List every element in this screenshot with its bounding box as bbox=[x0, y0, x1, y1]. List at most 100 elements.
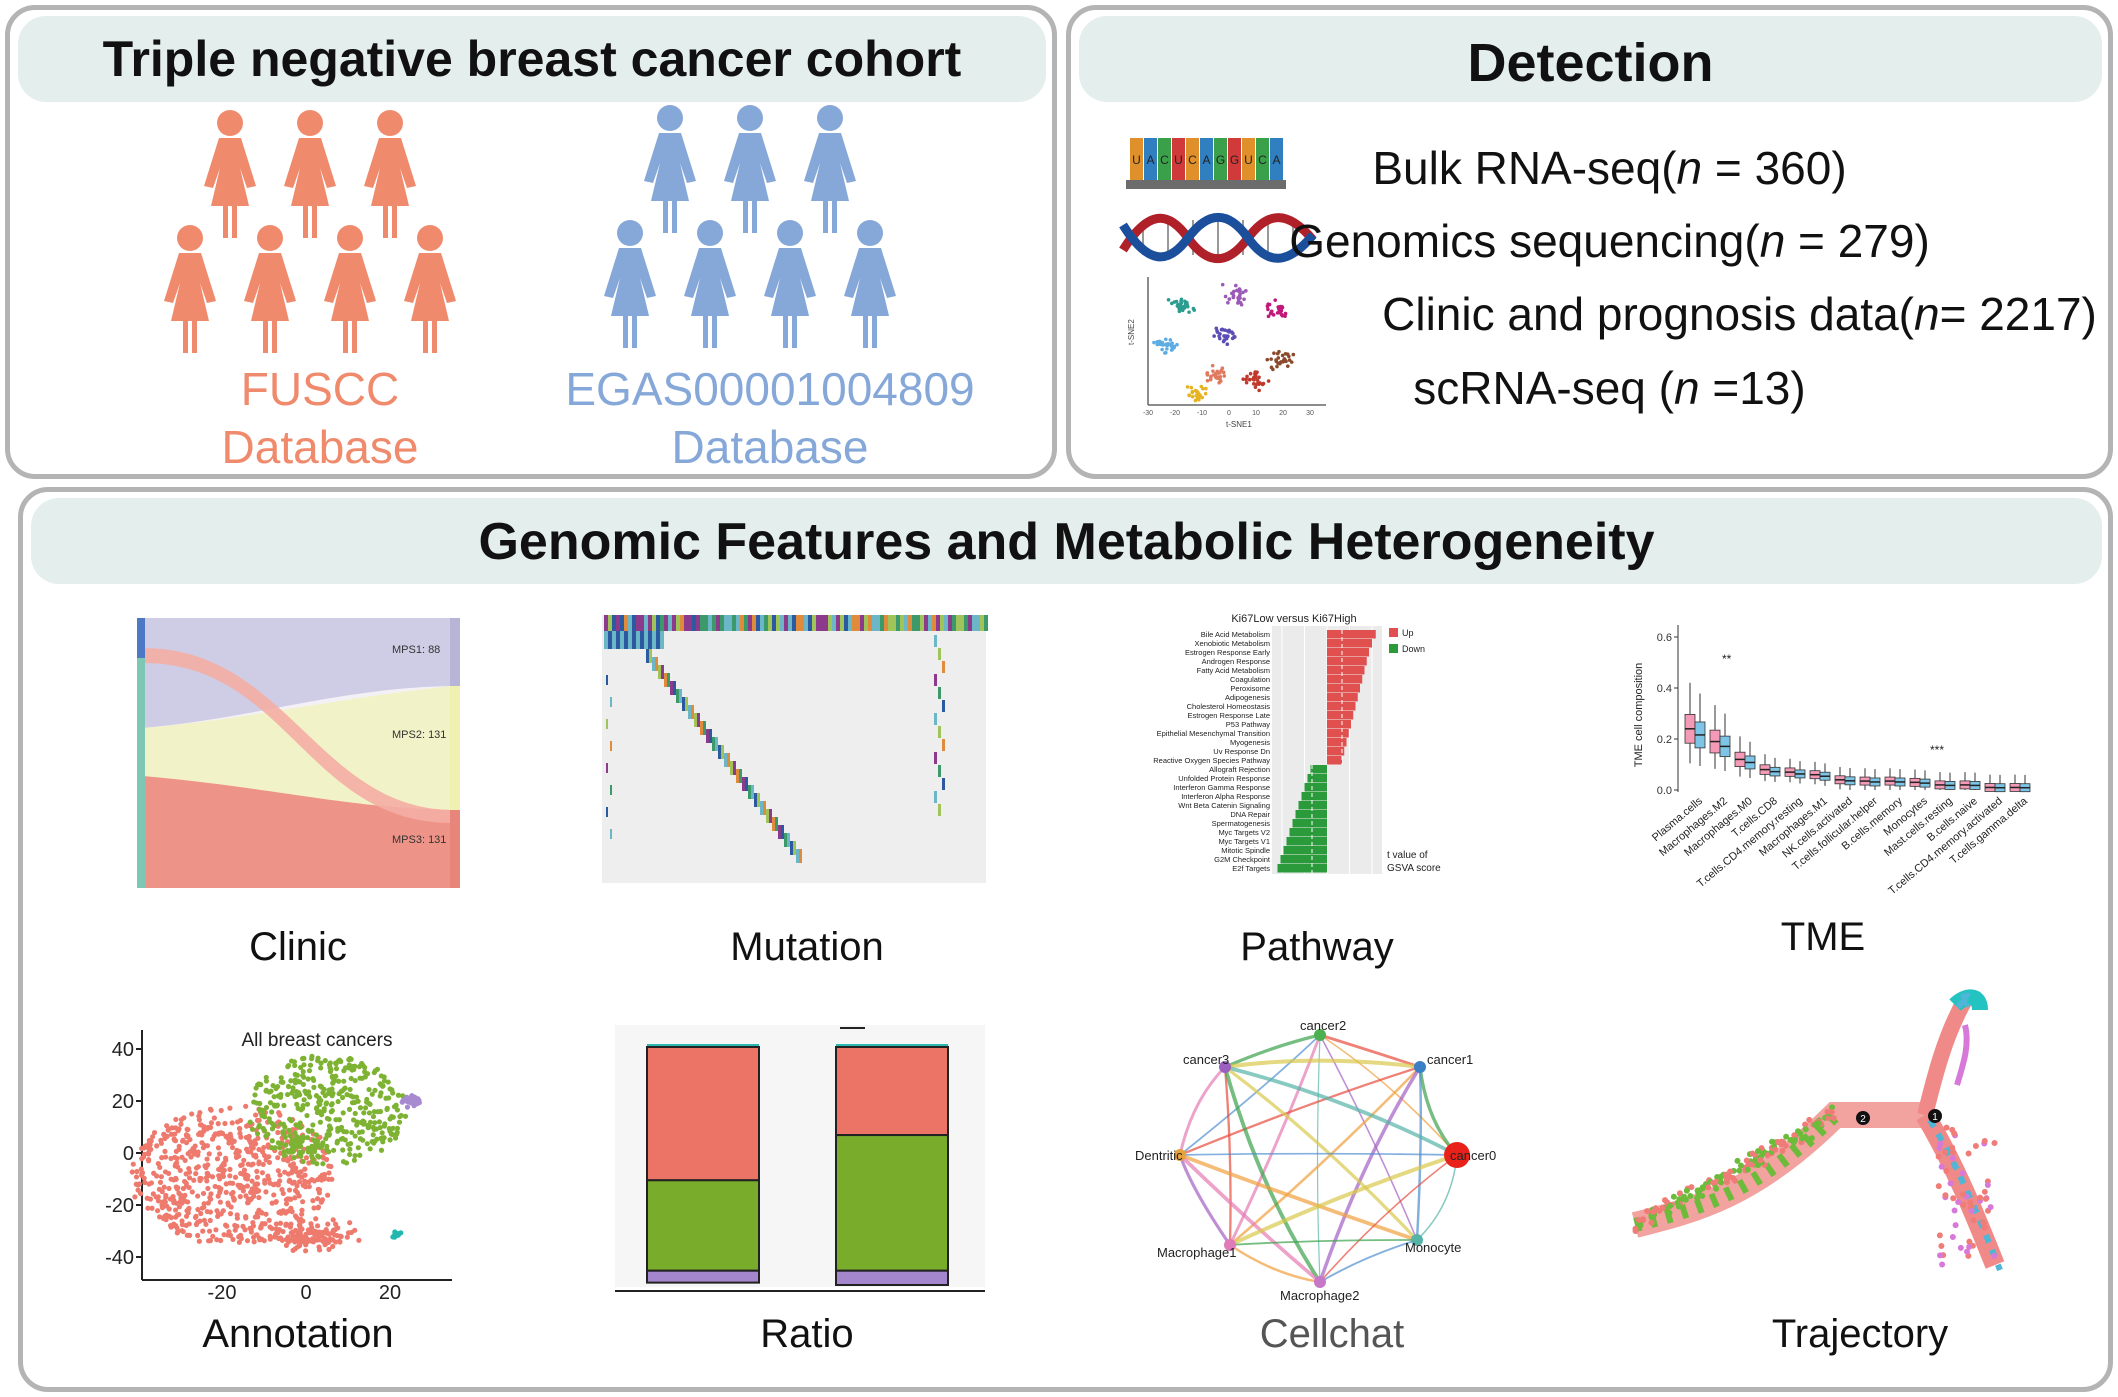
trajectory-point bbox=[1829, 1104, 1836, 1111]
trajectory-point bbox=[1967, 997, 1974, 1004]
trajectory-point bbox=[1705, 1184, 1712, 1191]
annotation-point bbox=[149, 1134, 156, 1140]
annotation-point bbox=[151, 1129, 158, 1136]
trajectory-point bbox=[1732, 1177, 1739, 1184]
trajectory-point bbox=[1952, 1222, 1959, 1229]
annotation-point bbox=[252, 1092, 258, 1098]
annotation-point bbox=[315, 1231, 322, 1237]
annotation-point bbox=[249, 1178, 255, 1184]
mutation-top-cell bbox=[952, 615, 956, 631]
pathway-bar bbox=[1307, 774, 1327, 783]
annotation-point bbox=[227, 1211, 234, 1217]
annotation-point bbox=[271, 1192, 277, 1198]
annotation-point bbox=[347, 1141, 354, 1147]
annotation-point bbox=[203, 1175, 210, 1181]
annotation-point bbox=[304, 1101, 311, 1107]
tsne-point bbox=[1244, 380, 1249, 385]
annotation-point bbox=[231, 1197, 237, 1203]
annotation-point bbox=[256, 1159, 262, 1165]
cellchat-edge bbox=[1223, 1066, 1322, 1284]
trajectory-point bbox=[1734, 1157, 1741, 1164]
annotation-point bbox=[294, 1101, 300, 1107]
trajectory-point bbox=[1981, 1138, 1988, 1145]
mutation-cell bbox=[769, 809, 772, 823]
annotation-point bbox=[225, 1200, 231, 1206]
mutation-cell bbox=[658, 665, 661, 679]
mutation-cell bbox=[649, 649, 652, 663]
annotation-point bbox=[338, 1136, 345, 1142]
pathway-bar bbox=[1327, 720, 1351, 729]
mutation-top-cell bbox=[900, 615, 904, 631]
annotation-point bbox=[153, 1194, 159, 1200]
annotation-point bbox=[261, 1238, 267, 1244]
mutation-top-cell bbox=[652, 631, 656, 649]
annotation-point bbox=[156, 1214, 163, 1220]
annotation-point bbox=[362, 1105, 369, 1111]
annotation-point bbox=[259, 1170, 265, 1176]
mutation-top-cell bbox=[748, 615, 752, 631]
seq-letter: A bbox=[1146, 153, 1154, 167]
annotation-point bbox=[267, 1236, 273, 1242]
annotation-point bbox=[176, 1211, 182, 1218]
tsne-point bbox=[1226, 300, 1230, 305]
annotation-point bbox=[297, 1079, 303, 1085]
tsne-point bbox=[1291, 352, 1296, 357]
mutation-top-cell bbox=[760, 615, 764, 631]
annotation-point bbox=[186, 1205, 192, 1212]
trajectory-point bbox=[1954, 994, 1961, 1001]
annotation-point bbox=[183, 1171, 189, 1177]
trajectory-point bbox=[1794, 1128, 1801, 1135]
tsne-point bbox=[1223, 294, 1228, 299]
trajectory-point bbox=[1942, 1149, 1949, 1156]
mutation-top-cell bbox=[672, 615, 676, 631]
annotation-point bbox=[326, 1132, 332, 1138]
trajectory-point bbox=[1991, 1252, 1998, 1259]
annotation-point bbox=[145, 1205, 151, 1211]
trajectory-point bbox=[1955, 1198, 1962, 1205]
annotation-point bbox=[161, 1198, 168, 1205]
pathway-label: E2f Targets bbox=[1232, 864, 1270, 873]
annotation-point bbox=[151, 1170, 157, 1176]
annotation-point bbox=[232, 1174, 239, 1180]
annotation-point bbox=[175, 1128, 181, 1134]
trajectory-point bbox=[1949, 1144, 1956, 1151]
mutation-cell bbox=[688, 705, 691, 719]
annotation-point bbox=[296, 1222, 302, 1228]
tsne-point bbox=[1215, 369, 1220, 374]
annotation-point bbox=[329, 1101, 335, 1107]
annotation-point bbox=[197, 1130, 203, 1136]
annotation-point bbox=[186, 1175, 193, 1181]
annotation-point bbox=[370, 1113, 377, 1120]
trajectory-point bbox=[1688, 1184, 1695, 1191]
annotation-point bbox=[276, 1209, 282, 1216]
annotation-point bbox=[169, 1125, 175, 1131]
mutation-cell bbox=[938, 726, 941, 738]
tsne-point bbox=[1200, 395, 1204, 400]
annotation-point bbox=[234, 1119, 241, 1125]
annotation-point bbox=[254, 1174, 260, 1180]
pathway-label: DNA Repair bbox=[1230, 810, 1270, 819]
tsne-point bbox=[1276, 356, 1281, 360]
annotation-point bbox=[155, 1161, 161, 1167]
tsne-point bbox=[1185, 385, 1190, 389]
annotation-point bbox=[293, 1227, 299, 1234]
annotation-point bbox=[253, 1085, 259, 1091]
annotation-point bbox=[288, 1058, 295, 1064]
mutation-top-cell bbox=[820, 615, 824, 631]
mutation-heatmap-plot bbox=[602, 615, 988, 883]
mutation-top-cell bbox=[720, 615, 724, 631]
annotation-point bbox=[343, 1160, 350, 1166]
mutation-cell bbox=[757, 793, 760, 807]
annotation-point bbox=[263, 1211, 269, 1217]
annotation-point bbox=[384, 1105, 390, 1111]
tsne-point bbox=[1287, 354, 1291, 359]
annotation-point bbox=[369, 1091, 375, 1097]
annotation-point bbox=[364, 1141, 370, 1147]
mutation-top-cell bbox=[888, 615, 892, 631]
ratio-segment-red bbox=[646, 1046, 760, 1182]
mutation-top-cell bbox=[660, 631, 664, 649]
annotation-point bbox=[283, 1142, 289, 1148]
annotation-point bbox=[147, 1196, 154, 1202]
annotation-point bbox=[366, 1086, 372, 1093]
annotation-point bbox=[282, 1169, 288, 1175]
